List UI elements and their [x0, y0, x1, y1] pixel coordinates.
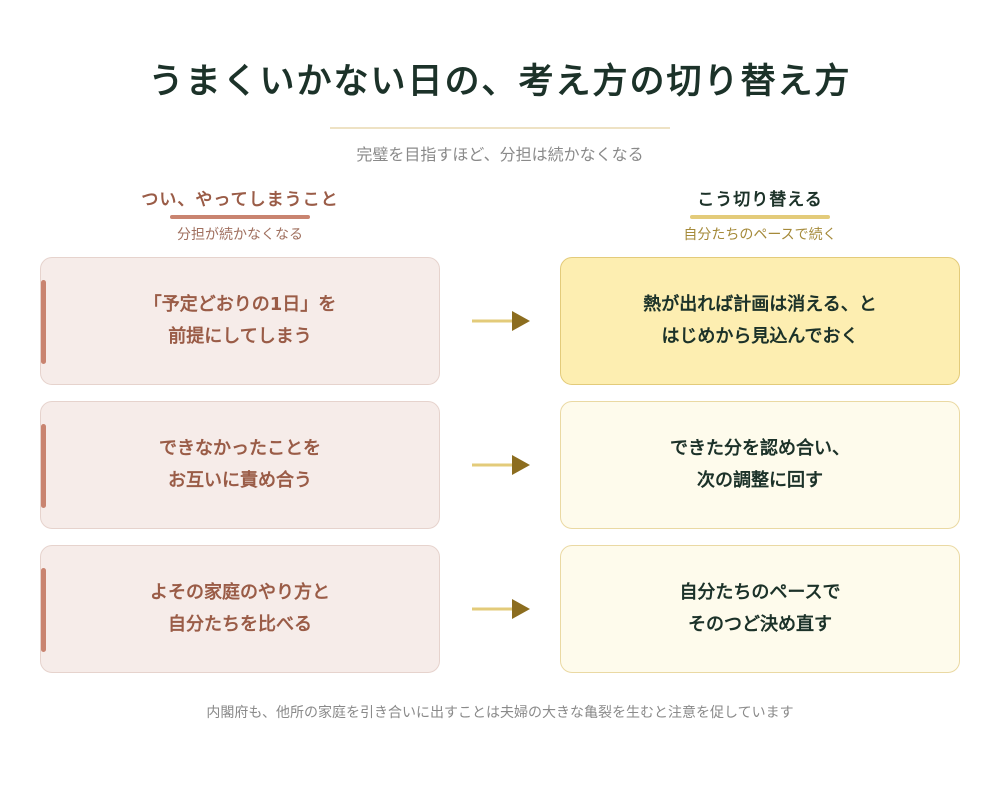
bad-habit-text: できなかったことを お互いに責め合う: [159, 438, 321, 491]
card-accent-bar: [41, 568, 46, 652]
bad-habit-card: できなかったことを お互いに責め合う: [40, 401, 440, 529]
reframe-card: 熱が出れば計画は消える、と はじめから見込んでおく: [560, 257, 960, 385]
page-subtitle: 完璧を目指すほど、分担は続かなくなる: [356, 145, 644, 164]
reframe-text: 熱が出れば計画は消える、と はじめから見込んでおく: [643, 294, 877, 347]
right-arrow-icon: [472, 311, 530, 331]
reframe-card: 自分たちのペースで そのつど決め直す: [560, 545, 960, 673]
footer-note: 内閣府も、他所の家庭を引き合いに出すことは夫婦の大きな亀裂を生むと注意を促してい…: [206, 705, 794, 721]
right-arrow-icon: [472, 599, 530, 619]
title-divider: [330, 127, 670, 129]
bad-habit-text: 「予定どおりの1日」を 前提にしてしまう: [143, 294, 337, 347]
right-column-subtitle: 自分たちのペースで続く: [683, 227, 837, 243]
left-column-title: つい、やってしまうこと: [141, 190, 339, 210]
card-accent-bar: [41, 280, 46, 364]
right-arrow-icon: [472, 455, 530, 475]
card-accent-bar: [41, 424, 46, 508]
page-title: うまくいかない日の、考え方の切り替え方: [148, 62, 852, 102]
left-column-underline: [170, 215, 310, 219]
right-column-underline: [690, 215, 830, 219]
right-column-header: こう切り替える 自分たちのペースで続く: [560, 186, 960, 245]
bad-habit-text: よその家庭のやり方と 自分たちを比べる: [150, 582, 330, 635]
reframe-card: できた分を認め合い、 次の調整に回す: [560, 401, 960, 529]
right-column-title: こう切り替える: [697, 190, 823, 210]
reframe-text: できた分を認め合い、 次の調整に回す: [670, 438, 850, 491]
bad-habit-card: 「予定どおりの1日」を 前提にしてしまう: [40, 257, 440, 385]
reframe-text: 自分たちのペースで そのつど決め直す: [679, 582, 841, 635]
bad-habit-card: よその家庭のやり方と 自分たちを比べる: [40, 545, 440, 673]
left-column-header: つい、やってしまうこと 分担が続かなくなる: [40, 186, 440, 245]
left-column-subtitle: 分担が続かなくなる: [177, 227, 303, 243]
